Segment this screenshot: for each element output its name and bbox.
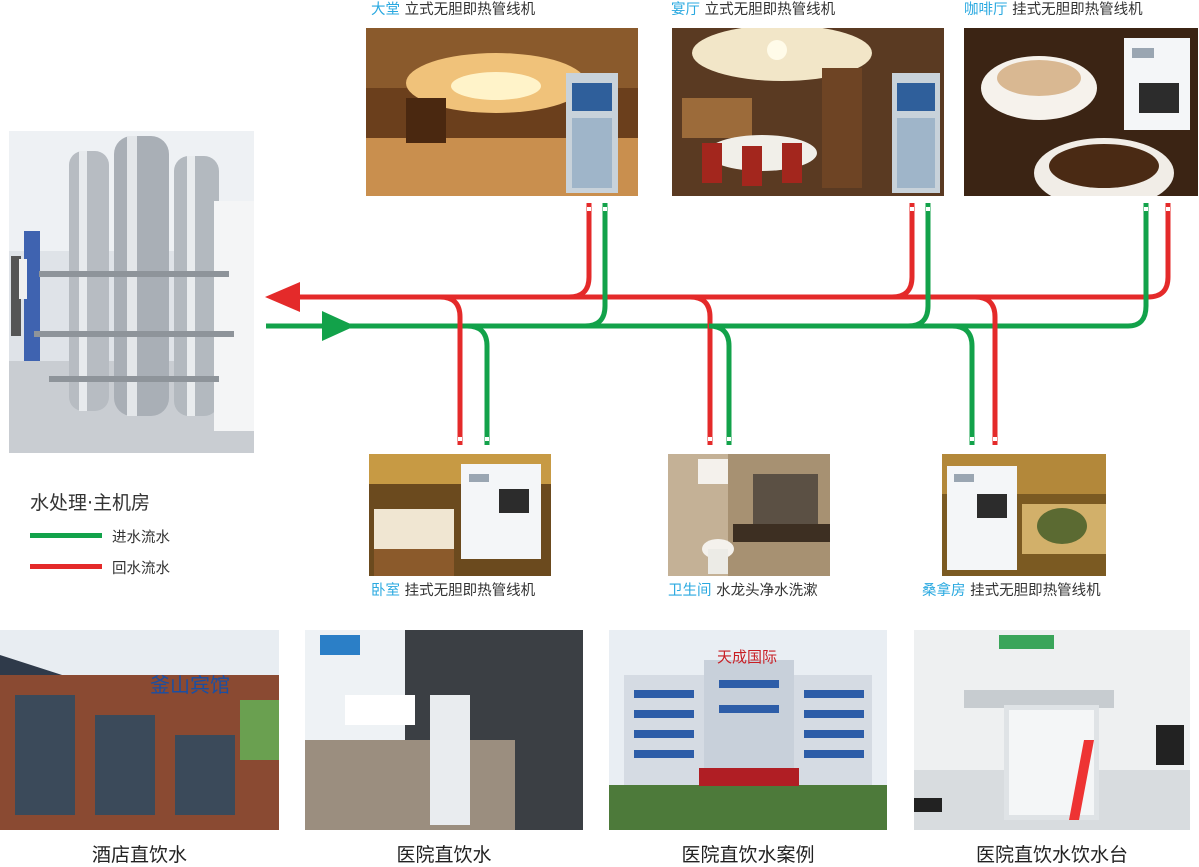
supply-arrow <box>322 311 355 341</box>
caption-hospital-case: 医院直饮水 <box>396 844 492 866</box>
branch-sauna-return <box>974 294 998 445</box>
cafe-photo <box>964 28 1198 196</box>
branch-bedroom-supply <box>466 323 490 445</box>
bathroom-photo <box>668 454 830 576</box>
drinking-station-photo <box>914 630 1190 830</box>
branch-lobby-supply <box>584 203 608 329</box>
return-arrow <box>265 282 300 312</box>
caption-sauna: 桑拿房 挂式无胆即热管线机 <box>922 583 1101 599</box>
branch-sauna-supply <box>951 323 975 445</box>
branch-bathroom-supply <box>708 323 732 445</box>
banquet-photo <box>672 28 944 196</box>
supply-main-line <box>266 203 1149 329</box>
sauna-photo <box>942 454 1106 576</box>
legend-return-swatch <box>30 564 102 569</box>
branch-banquet-supply <box>907 203 931 329</box>
machine-room-photo <box>9 131 254 453</box>
hospital-case-photo <box>305 630 583 830</box>
caption-bathroom: 卫生间 水龙头净水洗漱 <box>668 583 818 599</box>
legend-title: 水处理·主机房 <box>30 492 151 514</box>
legend-supply-swatch <box>30 533 102 538</box>
lobby-photo <box>366 28 638 196</box>
branch-bedroom-return <box>439 294 463 445</box>
caption-lobby: 大堂 立式无胆即热管线机 <box>371 2 536 18</box>
hotel-sign: 釜山宾馆 <box>150 673 230 697</box>
caption-cafe: 咖啡厅 挂式无胆即热管线机 <box>964 2 1143 18</box>
legend-return-label: 回水流水 <box>112 561 170 577</box>
caption-bedroom: 卧室 挂式无胆即热管线机 <box>371 583 536 599</box>
branch-bathroom-return <box>689 294 713 445</box>
caption-drinking-station: 医院直饮水饮水台 <box>975 844 1128 866</box>
hotel-case-photo: 釜山宾馆 <box>0 630 279 830</box>
legend-supply-label: 进水流水 <box>112 530 170 546</box>
bedroom-photo <box>369 454 551 576</box>
branch-banquet-return <box>891 203 915 300</box>
caption-banquet: 宴厅 立式无胆即热管线机 <box>671 2 836 18</box>
branch-lobby-return <box>568 203 592 300</box>
caption-building-case: 医院直饮水案例 <box>681 844 815 866</box>
caption-hotel-case: 酒店直饮水 <box>91 844 187 866</box>
return-main-line <box>300 203 1171 300</box>
hospital-building-photo: 天成国际 <box>609 630 887 830</box>
building-sign: 天成国际 <box>717 648 777 666</box>
